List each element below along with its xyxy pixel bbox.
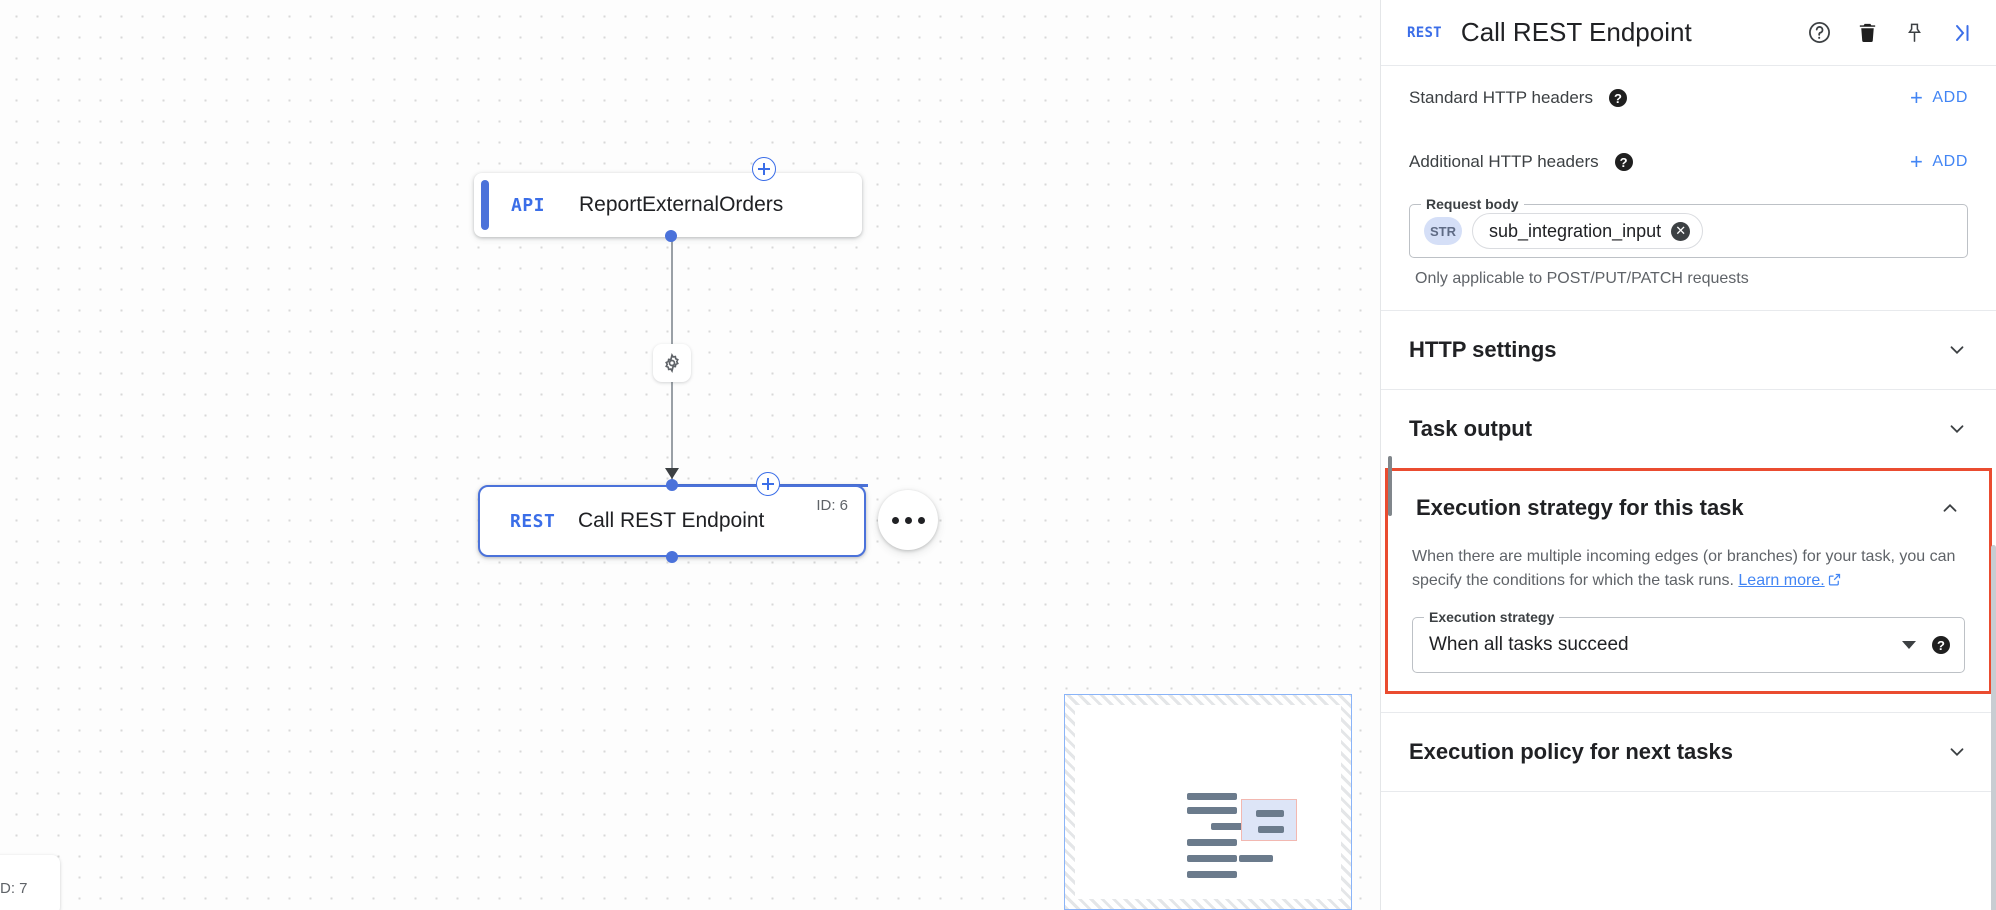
chevron-down-icon[interactable]: [1946, 418, 1968, 440]
minimap-node: [1187, 839, 1237, 846]
request-body-field[interactable]: Request body STR sub_integration_input ✕: [1409, 196, 1968, 258]
minimap-node: [1187, 871, 1237, 878]
more-options-icon[interactable]: [878, 490, 938, 550]
standard-http-headers-row: Standard HTTP headers ? + ADD: [1381, 66, 1996, 130]
gear-icon[interactable]: [653, 344, 691, 382]
request-body-variable-chip[interactable]: sub_integration_input ✕: [1472, 213, 1704, 249]
trash-icon[interactable]: [1856, 21, 1879, 44]
plus-circle-icon[interactable]: [756, 472, 780, 496]
section-title: Execution policy for next tasks: [1409, 739, 1733, 764]
additional-http-headers-label: Additional HTTP headers: [1409, 152, 1599, 171]
execution-strategy-legend: Execution strategy: [1424, 609, 1560, 625]
node-call-rest-endpoint[interactable]: REST Call REST Endpoint ID: 6: [478, 485, 866, 557]
help-circle-icon[interactable]: [1807, 20, 1832, 45]
canvas-minimap[interactable]: [1064, 694, 1352, 910]
minimap-node: [1258, 826, 1284, 833]
section-scroll-indicator[interactable]: [1388, 456, 1392, 516]
pin-icon[interactable]: [1903, 21, 1926, 44]
chevron-down-icon[interactable]: [1946, 741, 1968, 763]
execution-strategy-value: When all tasks succeed: [1429, 634, 1629, 655]
help-icon[interactable]: ?: [1608, 89, 1627, 107]
edge-arrowhead: [665, 468, 679, 479]
help-icon[interactable]: ?: [1614, 153, 1633, 171]
divider: [1381, 791, 1996, 792]
execution-strategy-description: When there are multiple incoming edges (…: [1388, 545, 1989, 595]
description-line-1: When there are multiple incoming edges (…: [1412, 548, 1895, 565]
request-body-helper-text: Only applicable to POST/PUT/PATCH reques…: [1415, 270, 1749, 287]
variable-type-chip: STR: [1424, 217, 1462, 245]
minimap-node: [1256, 810, 1284, 817]
plus-icon: +: [1909, 149, 1924, 174]
divider: [1381, 712, 1996, 713]
chevron-up-icon[interactable]: [1939, 497, 1961, 519]
add-additional-header-button[interactable]: + ADD: [1910, 151, 1968, 173]
section-title: HTTP settings: [1409, 337, 1557, 362]
workflow-canvas[interactable]: API ReportExternalOrders REST Call REST …: [0, 0, 1380, 910]
additional-http-headers-row: Additional HTTP headers ? + ADD: [1381, 130, 1996, 194]
node-label: ReportExternalOrders: [579, 193, 784, 216]
description-line-2: you can specify the conditions for which…: [1412, 548, 1956, 589]
add-standard-header-button[interactable]: + ADD: [1910, 87, 1968, 109]
plus-circle-icon[interactable]: [752, 157, 776, 181]
section-task-output[interactable]: Task output: [1381, 390, 1996, 468]
chevron-down-icon[interactable]: [1902, 641, 1916, 649]
minimap-node: [1187, 807, 1237, 814]
panel-header: REST Call REST Endpoint: [1381, 0, 1996, 66]
execution-strategy-header[interactable]: Execution strategy for this task: [1388, 471, 1989, 545]
divider: [1381, 389, 1996, 390]
standard-http-headers-label: Standard HTTP headers: [1409, 88, 1593, 107]
node-label: Call REST Endpoint: [578, 509, 765, 532]
minimap-inner: [1075, 705, 1341, 899]
collapse-panel-icon[interactable]: [1950, 21, 1974, 45]
request-body-legend: Request body: [1421, 196, 1524, 212]
node-accent-bar: [481, 180, 489, 230]
execution-strategy-select[interactable]: Execution strategy When all tasks succee…: [1412, 609, 1965, 673]
dot: [904, 516, 912, 524]
chevron-down-icon[interactable]: [1946, 339, 1968, 361]
dot: [917, 516, 925, 524]
dot: [891, 516, 899, 524]
node-type-badge: REST: [510, 510, 556, 532]
plus-icon: +: [1909, 85, 1924, 110]
minimap-node: [1239, 855, 1273, 862]
node-id-label: ID: 6: [816, 497, 848, 514]
node-report-external-orders[interactable]: API ReportExternalOrders: [474, 173, 862, 237]
variable-name: sub_integration_input: [1489, 220, 1662, 241]
page-title: Call REST Endpoint: [1460, 17, 1692, 47]
add-label: ADD: [1932, 89, 1968, 106]
learn-more-link[interactable]: Learn more.: [1738, 572, 1825, 589]
panel-type-badge: REST: [1407, 24, 1442, 41]
minimap-viewport[interactable]: [1241, 799, 1297, 841]
section-http-settings[interactable]: HTTP settings: [1381, 311, 1996, 389]
partially-visible-node-id: D: 7: [0, 880, 28, 897]
panel-scrollbar[interactable]: [1991, 545, 1996, 910]
section-title: Execution strategy for this task: [1416, 495, 1744, 520]
close-icon[interactable]: ✕: [1671, 221, 1691, 241]
task-config-panel: REST Call REST Endpoint: [1380, 0, 1996, 910]
node-output-port[interactable]: [665, 230, 677, 242]
partially-visible-node[interactable]: [0, 855, 60, 910]
divider: [1381, 310, 1996, 311]
minimap-node: [1187, 793, 1237, 800]
external-link-icon[interactable]: [1827, 571, 1842, 595]
section-execution-strategy[interactable]: Execution strategy for this task When th…: [1385, 468, 1992, 694]
section-title: Task output: [1409, 416, 1533, 441]
node-type-badge: API: [511, 194, 546, 216]
node-output-port[interactable]: [666, 551, 678, 563]
node-input-port[interactable]: [666, 479, 678, 491]
help-icon[interactable]: ?: [1932, 636, 1950, 654]
minimap-node: [1211, 823, 1253, 830]
section-execution-policy[interactable]: Execution policy for next tasks: [1381, 713, 1996, 791]
minimap-node: [1187, 855, 1237, 862]
add-label: ADD: [1932, 153, 1968, 170]
